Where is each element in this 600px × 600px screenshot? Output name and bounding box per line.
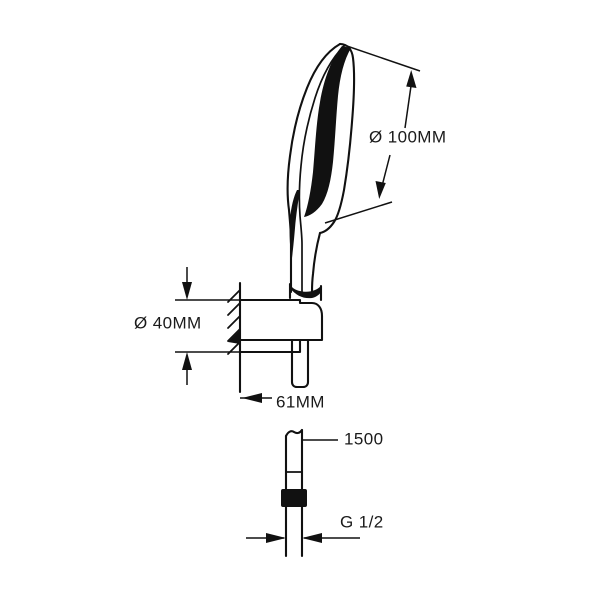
arrowhead-61-left	[242, 393, 262, 403]
arrowhead-g12-left	[302, 533, 322, 543]
dimension-label-g12: G 1/2	[340, 512, 384, 531]
shower-head-group	[286, 42, 356, 302]
dimension-label-40mm: Ø 40MM	[134, 313, 202, 332]
arrowhead-g12-right	[266, 533, 286, 543]
dimension-40mm-group: Ø 40MM	[134, 267, 243, 385]
shower-head-inner-left-line	[298, 45, 345, 293]
shower-handle-collar	[290, 284, 321, 299]
wall-bracket-group	[227, 281, 324, 394]
shower-head-face-edge	[318, 42, 356, 235]
dimension-100mm-group: Ø 100MM	[324, 43, 446, 224]
dimension-label-1500: 1500	[344, 429, 383, 448]
dimension-61mm-group: 61MM	[240, 392, 325, 411]
bracket-outlet	[290, 338, 310, 389]
wall-hatch-wedge	[228, 330, 240, 344]
arrowhead-100-down	[375, 181, 386, 199]
hose-upper-left	[284, 428, 304, 438]
arrowhead-40-down	[182, 282, 192, 300]
dimension-g12-group: G 1/2	[246, 512, 384, 552]
ext-line-100-bottom	[324, 201, 393, 224]
dimension-label-100mm: Ø 100MM	[369, 127, 446, 146]
arrowhead-40-up	[182, 352, 192, 370]
shower-hose-group	[281, 428, 307, 558]
bracket-body	[238, 298, 324, 354]
ext-line-100-top	[340, 43, 421, 72]
shower-head-shading	[304, 46, 351, 217]
dimension-1500-group: 1500	[302, 429, 383, 448]
dimension-label-61mm: 61MM	[276, 392, 325, 411]
wall-hatching	[227, 289, 241, 355]
shower-head-handle-shading	[289, 190, 300, 258]
shower-head-neck	[310, 231, 322, 294]
arrowhead-100-up	[406, 70, 417, 88]
hose-coupling-nut	[281, 489, 307, 507]
